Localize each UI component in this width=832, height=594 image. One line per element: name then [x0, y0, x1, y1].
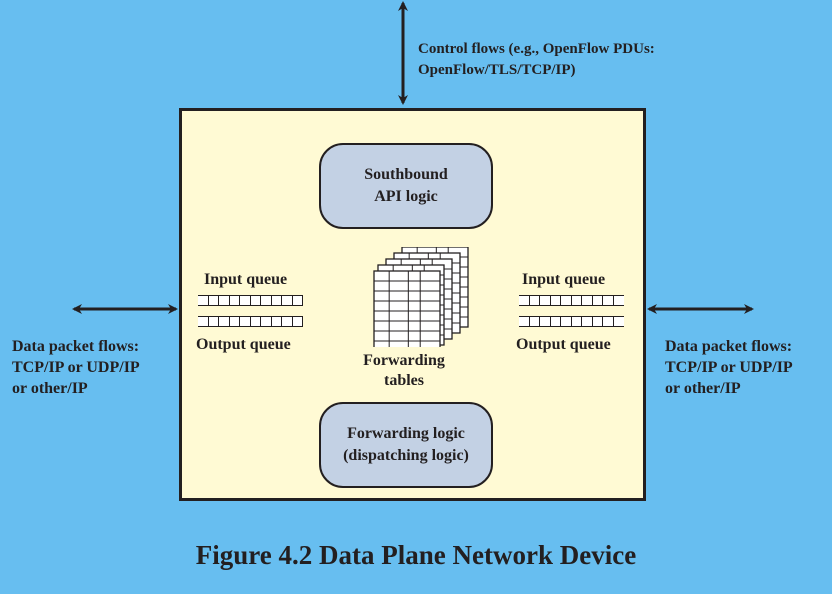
- left-data-flows-line1: Data packet flows:: [12, 338, 140, 355]
- queue-cell: [592, 317, 603, 326]
- queue-cell: [292, 317, 303, 326]
- queue-cell: [250, 296, 261, 305]
- queue-cell: [582, 296, 593, 305]
- queue-cell: [282, 317, 293, 326]
- queue-cell: [571, 296, 582, 305]
- forwarding-logic-line2: (dispatching logic): [343, 447, 469, 464]
- queue-cell: [240, 296, 251, 305]
- queue-cell: [261, 296, 272, 305]
- forwarding-logic: Forwarding logic (dispatching logic): [319, 402, 493, 488]
- southbound-line2: API logic: [374, 188, 438, 205]
- right-data-flows-label: Data packet flows: TCP/IP or UDP/IP or o…: [665, 336, 793, 399]
- queue-cell: [250, 317, 261, 326]
- queue-cell: [603, 317, 614, 326]
- figure-caption: Figure 4.2 Data Plane Network Device: [195, 540, 637, 570]
- left-output-queue-label: Output queue: [196, 336, 291, 353]
- data-plane-device: Southbound API logic Forwarding logic (d…: [179, 108, 646, 501]
- queue-cell: [282, 296, 293, 305]
- queue-cell: [561, 296, 572, 305]
- queue-cell: [271, 317, 282, 326]
- forwarding-tables-icon: [373, 247, 469, 347]
- queue-cell: [219, 317, 230, 326]
- southbound-api-logic: Southbound API logic: [319, 143, 493, 229]
- control-flows-label: Control flows (e.g., OpenFlow PDUs: Open…: [418, 39, 655, 81]
- queue-cell: [603, 296, 614, 305]
- right-data-flows-line1: Data packet flows:: [665, 338, 793, 355]
- left-data-flows-line2: TCP/IP or UDP/IP: [12, 359, 140, 376]
- queue-cell: [229, 317, 240, 326]
- forwarding-tables-line2: tables: [384, 372, 424, 389]
- control-flows-line2: OpenFlow/TLS/TCP/IP): [418, 62, 576, 78]
- queue-cell: [208, 296, 219, 305]
- right-input-queue-label: Input queue: [522, 271, 606, 288]
- forwarding-table-front: [373, 270, 441, 347]
- forwarding-tables-label: Forwarding tables: [348, 351, 460, 391]
- right-output-queue: [519, 316, 624, 327]
- queue-cell: [519, 317, 530, 326]
- forwarding-logic-line1: Forwarding logic: [347, 425, 465, 442]
- queue-cell: [571, 317, 582, 326]
- queue-cell: [198, 317, 209, 326]
- queue-cell: [292, 296, 303, 305]
- forwarding-tables-line1: Forwarding: [363, 352, 445, 369]
- queue-cell: [550, 317, 561, 326]
- queue-cell: [613, 317, 624, 326]
- queue-cell: [219, 296, 230, 305]
- queue-cell: [582, 317, 593, 326]
- queue-cell: [529, 296, 540, 305]
- queue-cell: [271, 296, 282, 305]
- right-input-queue: [519, 295, 624, 306]
- right-output-queue-label: Output queue: [516, 336, 611, 353]
- left-data-flows-label: Data packet flows: TCP/IP or UDP/IP or o…: [12, 336, 140, 399]
- queue-cell: [540, 296, 551, 305]
- right-data-flows-line2: TCP/IP or UDP/IP: [665, 359, 793, 376]
- left-data-flows-line3: or other/IP: [12, 380, 88, 397]
- queue-cell: [529, 317, 540, 326]
- southbound-line1: Southbound: [364, 166, 448, 183]
- left-output-queue: [198, 316, 303, 327]
- queue-cell: [240, 317, 251, 326]
- left-input-queue-label: Input queue: [204, 271, 288, 288]
- queue-cell: [229, 296, 240, 305]
- queue-cell: [592, 296, 603, 305]
- queue-cell: [261, 317, 272, 326]
- queue-cell: [198, 296, 209, 305]
- queue-cell: [208, 317, 219, 326]
- queue-cell: [540, 317, 551, 326]
- left-input-queue: [198, 295, 303, 306]
- queue-cell: [561, 317, 572, 326]
- right-data-flows-line3: or other/IP: [665, 380, 741, 397]
- queue-cell: [550, 296, 561, 305]
- control-flows-line1: Control flows (e.g., OpenFlow PDUs:: [418, 41, 655, 57]
- queue-cell: [519, 296, 530, 305]
- queue-cell: [613, 296, 624, 305]
